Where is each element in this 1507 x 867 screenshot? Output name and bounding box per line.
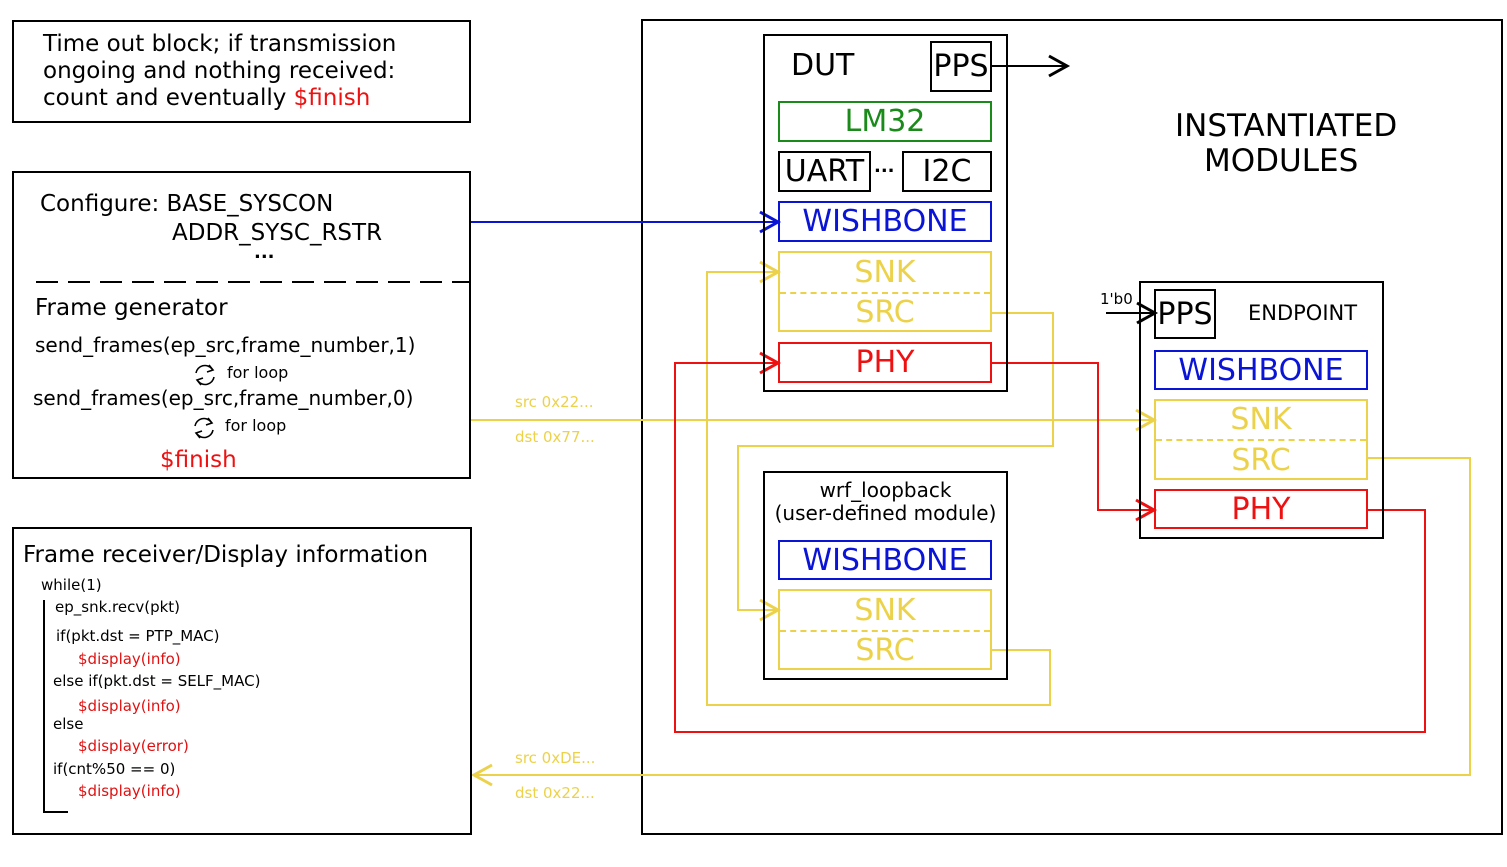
loopback-src: SRC: [855, 632, 915, 668]
dut-phy: PHY: [778, 342, 992, 383]
endpoint-fabric: [1154, 399, 1368, 480]
timeout-block: [12, 20, 471, 123]
loopback-title: wrf_loopback: [819, 478, 952, 502]
receiver-code-line: if(cnt%50 == 0): [53, 760, 176, 778]
frame-generator-title: Frame generator: [35, 295, 228, 321]
receiver-code-line: $display(info): [78, 782, 181, 800]
dut-uart: UART: [778, 151, 871, 192]
dut-src: SRC: [855, 294, 915, 330]
for-loop-1: for loop: [227, 363, 289, 382]
receiver-code-line: $display(info): [78, 650, 181, 668]
receiver-code-line: else if(pkt.dst = SELF_MAC): [53, 672, 261, 690]
rx-frame-arrow: [470, 457, 1471, 787]
signal-src-top: src 0x22...: [515, 393, 594, 411]
receiver-code-line: while(1): [41, 576, 102, 594]
loop-icon: [195, 364, 215, 386]
endpoint-fabric-divider: [1156, 439, 1366, 441]
dut-lm32: LM32: [778, 101, 992, 142]
receiver-code-line: $display(error): [78, 737, 189, 755]
loopback-subtitle: (user-defined module): [774, 501, 997, 525]
dut-module: [763, 34, 1008, 392]
receiver-block: [12, 527, 472, 835]
dut-fabric-divider: [780, 292, 990, 294]
dut-dots: ...: [874, 156, 895, 177]
loop-icon: [194, 417, 214, 439]
endpoint-phy: PHY: [1154, 489, 1368, 529]
signal-dst-top: dst 0x77...: [515, 428, 595, 446]
receiver-title: Frame receiver/Display information: [23, 542, 429, 568]
endpoint-pps: PPS: [1154, 289, 1216, 339]
endpoint-snk: SNK: [1230, 402, 1292, 437]
dut-pps: PPS: [930, 41, 992, 92]
instantiated-frame: [641, 19, 1503, 835]
endpoint-module: [1139, 281, 1384, 539]
receiver-code-line: ep_snk.recv(pkt): [55, 598, 181, 616]
timeout-line3: count and eventually $finish: [43, 87, 370, 110]
timeout-line1: Time out block; if transmission: [43, 31, 397, 57]
loopback-module: [763, 471, 1008, 680]
code-bracket: [43, 600, 68, 813]
configure-ellipsis: ...: [254, 242, 275, 263]
generator-finish: $finish: [160, 447, 237, 473]
loopback-fabric-divider: [780, 630, 990, 632]
instantiated-title-line1: INSTANTIATED: [1175, 108, 1398, 144]
receiver-code-line: $display(info): [78, 697, 181, 715]
for-loop-2: for loop: [225, 416, 287, 435]
dut-i2c: I2C: [902, 151, 992, 192]
receiver-code-line: if(pkt.dst = PTP_MAC): [56, 627, 220, 645]
dut-src-to-loopback-snk: [737, 312, 1054, 622]
signal-dst-bottom: dst 0x22...: [515, 784, 595, 802]
loopback-snk: SNK: [854, 592, 916, 628]
receiver-code-line: else: [53, 715, 84, 733]
instantiated-title-line2: MODULES: [1204, 143, 1359, 179]
dut-phy-to-ep-phy: [992, 362, 1158, 522]
loopback-fabric: [778, 589, 992, 670]
loopback-wishbone: WISHBONE: [778, 540, 992, 580]
dut-wishbone: WISHBONE: [778, 201, 992, 242]
endpoint-input: 1'b0: [1100, 290, 1133, 308]
send-frames-2: send_frames(ep_src,frame_number,0): [33, 386, 414, 410]
configure-addr: ADDR_SYSC_RSTR: [172, 220, 383, 246]
dut-title: DUT: [791, 48, 855, 83]
endpoint-wishbone: WISHBONE: [1154, 350, 1368, 390]
dut-snk: SNK: [854, 254, 916, 290]
timeout-line2: ongoing and nothing received:: [43, 58, 396, 84]
timeout-text: count and eventually: [43, 85, 294, 111]
dut-fabric: [778, 251, 992, 332]
loopback-src-to-dut-snk: [706, 260, 1051, 706]
ep-phy-to-dut-phy: [674, 351, 1426, 733]
send-frames-1: send_frames(ep_src,frame_number,1): [35, 333, 416, 357]
signal-src-bottom: src 0xDE...: [515, 749, 596, 767]
endpoint-title: ENDPOINT: [1248, 301, 1358, 325]
configure-block: [12, 171, 471, 479]
timeout-finish: $finish: [293, 85, 371, 111]
configure-label: Configure: BASE_SYSCON: [40, 191, 334, 217]
endpoint-src: SRC: [1231, 442, 1291, 478]
